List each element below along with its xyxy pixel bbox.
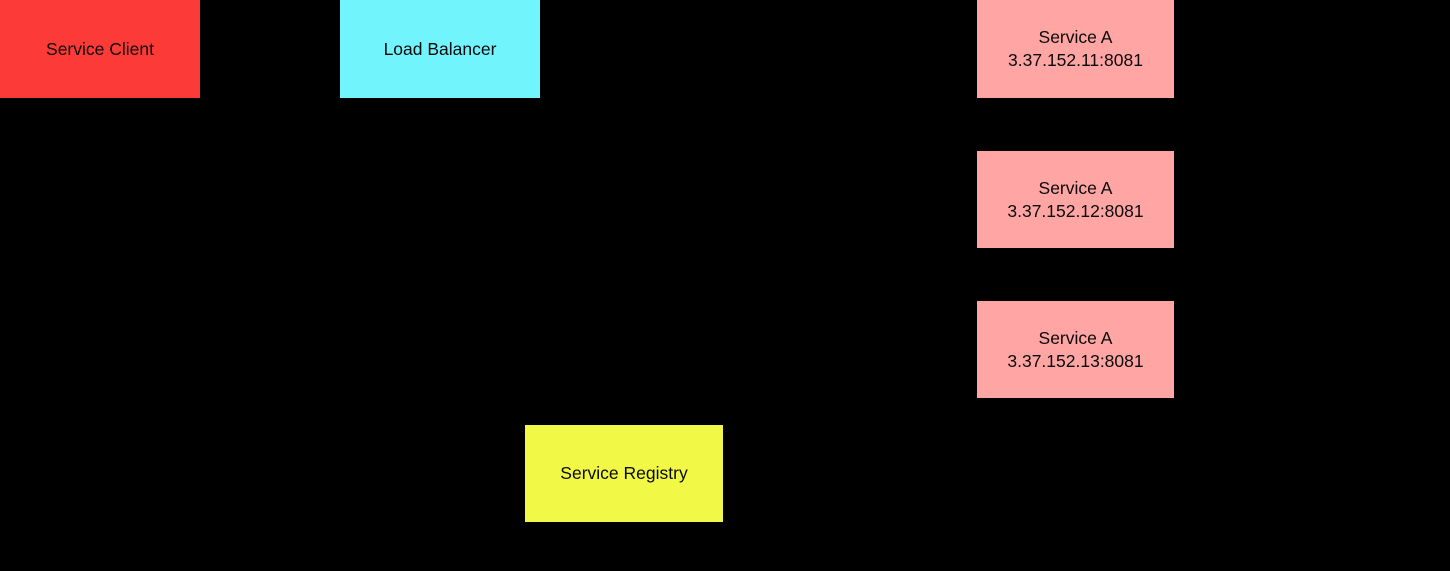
node-load-balancer-label: Load Balancer (383, 38, 497, 59)
node-service-client: Service Client (0, 0, 200, 98)
node-service-a-2-label: Service A (1038, 177, 1113, 198)
node-service-a-instance-1: Service A 3.37.152.11:8081 (977, 0, 1174, 98)
node-service-a-1-label: Service A (1038, 27, 1113, 47)
node-service-a-3-label: Service A (1038, 327, 1113, 348)
node-service-a-1-address: 3.37.152.11:8081 (1008, 50, 1143, 70)
node-service-registry: Service Registry (525, 425, 723, 522)
node-service-registry-label: Service Registry (560, 463, 688, 483)
node-service-a-2-address: 3.37.152.12:8081 (1007, 200, 1144, 221)
node-service-a-instance-2: Service A 3.37.152.12:8081 (977, 151, 1174, 248)
node-service-a-3-address: 3.37.152.13:8081 (1007, 350, 1144, 371)
node-service-client-label: Service Client (46, 38, 154, 59)
node-service-a-instance-3: Service A 3.37.152.13:8081 (977, 301, 1174, 398)
node-load-balancer: Load Balancer (340, 0, 540, 98)
